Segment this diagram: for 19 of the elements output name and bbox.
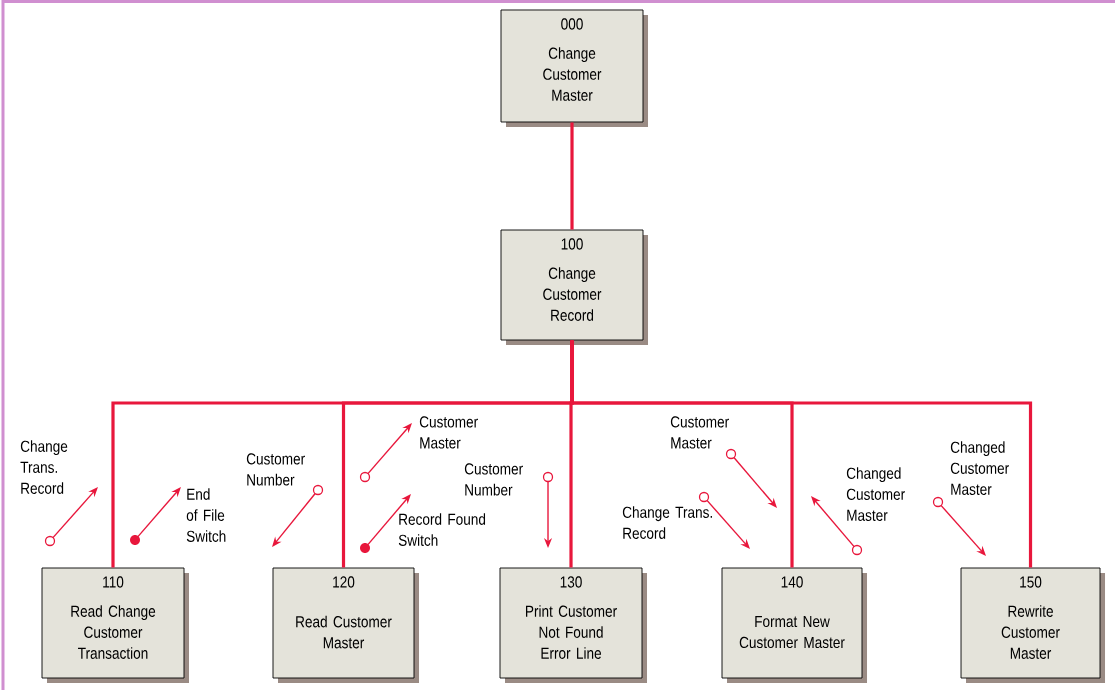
couple-label: Customer Number <box>464 463 523 496</box>
connector-line <box>570 122 574 230</box>
couple-label: Change Trans. Record <box>20 440 68 494</box>
couple-label: Changed Customer Master <box>846 467 905 521</box>
couple-label: Customer Master <box>419 416 478 449</box>
module-box: 100 Change Customer Record <box>500 229 648 345</box>
module-box: 110 Read Change Customer Transaction <box>41 567 189 683</box>
couple-label: Customer Master <box>670 416 729 449</box>
couple-label: Changed Customer Master <box>950 441 1009 495</box>
couple-label: Record Found Switch <box>398 513 486 546</box>
couple-label: End of File Switch <box>186 488 226 542</box>
module-box: 150 Rewrite Customer Master <box>960 567 1105 683</box>
module-box: 120 Read Customer Master <box>272 567 419 683</box>
module-box: 130 Print Customer Not Found Error Line <box>499 567 647 683</box>
module-box: 140 Format New Customer Master <box>721 567 867 683</box>
module-box: 000 Change Customer Master <box>500 9 648 127</box>
couple-label: Change Trans. Record <box>622 506 712 539</box>
connector-line <box>570 340 1033 568</box>
couple-label: Customer Number <box>246 453 305 486</box>
